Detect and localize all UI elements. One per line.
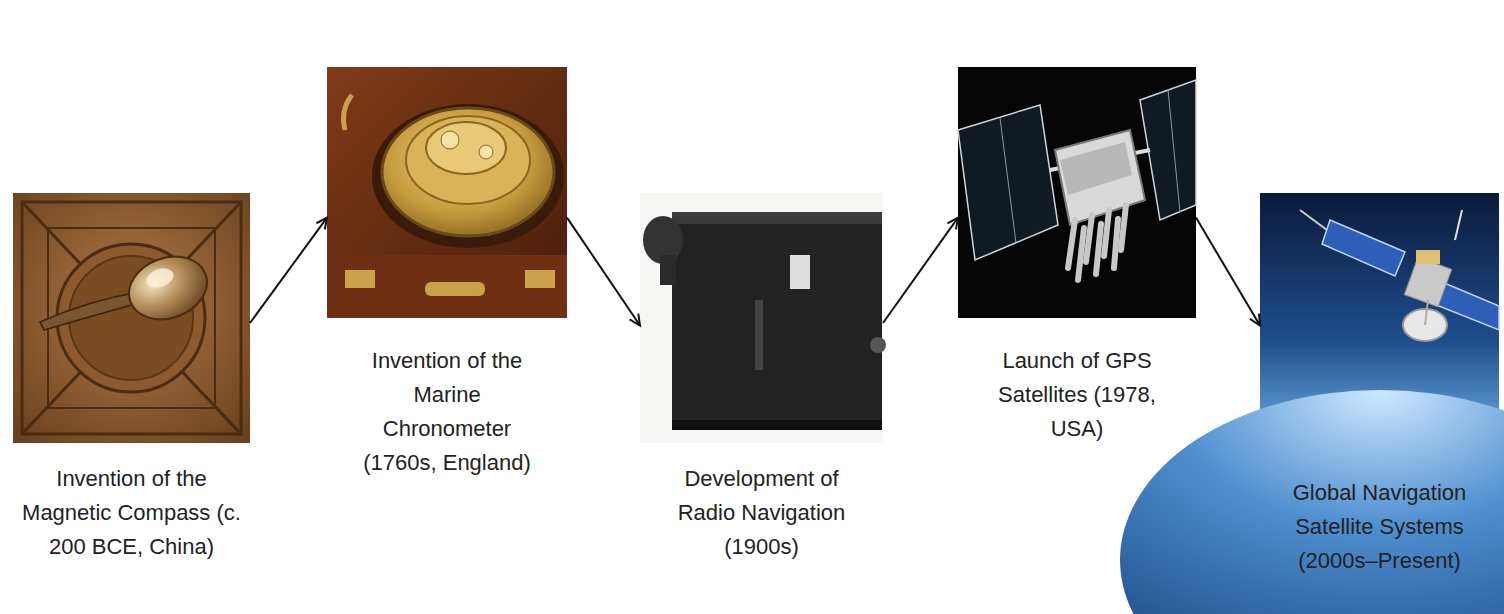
timeline-step: Launch of GPS Satellites (1978, USA) — [958, 67, 1196, 318]
step-caption: Invention of the Marine Chronometer (176… — [352, 344, 542, 480]
gnss-satellite-picture — [1120, 193, 1504, 614]
step-caption: Invention of the Magnetic Compass (c. 20… — [17, 462, 247, 564]
arrow-line — [883, 218, 958, 323]
timeline-arrow — [883, 218, 958, 323]
arrow-head — [630, 314, 640, 326]
chronometer-picture — [327, 67, 567, 318]
timeline-step: Invention of the Marine Chronometer (176… — [327, 67, 567, 318]
timeline-arrow — [1196, 218, 1260, 326]
timeline-arrow — [567, 218, 640, 326]
radio-picture — [640, 193, 886, 443]
arrow-head — [1250, 314, 1260, 326]
arrow-line — [567, 218, 640, 326]
gps-satellite-picture — [958, 67, 1196, 318]
arrow-line — [1196, 218, 1260, 326]
timeline-step: Invention of the Magnetic Compass (c. 20… — [13, 193, 250, 443]
compass-picture — [13, 193, 250, 443]
arrow-head — [316, 218, 327, 230]
step-caption: Global Navigation Satellite Systems (200… — [1270, 476, 1490, 578]
arrow-line — [250, 218, 327, 323]
step-caption: Launch of GPS Satellites (1978, USA) — [980, 344, 1175, 446]
timeline-step: Development of Radio Navigation (1900s) — [640, 193, 883, 443]
arrow-head — [947, 218, 958, 230]
timeline-step: Global Navigation Satellite Systems (200… — [1260, 193, 1499, 443]
step-caption: Development of Radio Navigation (1900s) — [659, 462, 864, 564]
timeline-arrow — [250, 218, 327, 323]
